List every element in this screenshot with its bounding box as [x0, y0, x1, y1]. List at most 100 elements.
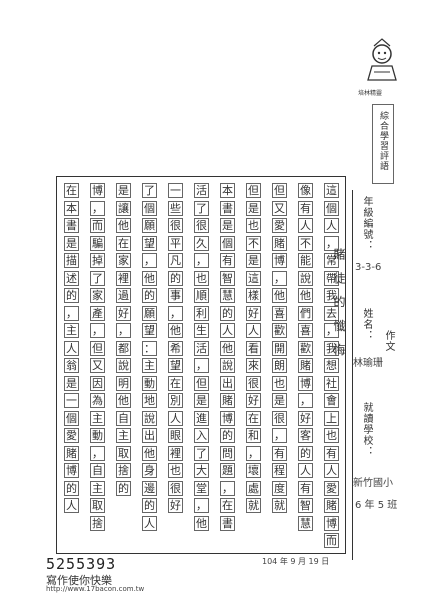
grid-cell: 的 [142, 498, 157, 513]
grid-cell: 捨 [116, 463, 131, 478]
grid-cell: 他 [116, 218, 131, 233]
grid-cell: 騙 [90, 235, 105, 251]
essay-date: 104 年 9 月 19 日 [262, 557, 330, 566]
grid-cell: 邊 [142, 480, 157, 496]
grid-column: 了個願望，他的願望：主動地說出他身邊的人 [142, 177, 157, 553]
grid-cell: 是 [116, 183, 131, 198]
grid-cell: 智 [298, 498, 313, 513]
grid-cell: 智 [220, 270, 235, 286]
grid-cell: 了 [90, 270, 105, 286]
grid-cell: 就 [246, 498, 261, 513]
grid-cell: 客 [298, 428, 313, 443]
grid-cell: 而 [324, 533, 339, 548]
grid-cell: 主 [90, 410, 105, 426]
grade-value: 3-3-6 [355, 262, 382, 273]
grid-cell: 賭 [298, 358, 313, 373]
grid-cell: 好 [246, 393, 261, 408]
grid-cell: 個 [324, 200, 339, 216]
grid-cell: 主 [64, 323, 79, 338]
grid-cell: 樣 [246, 288, 261, 303]
grid-cell: 像 [298, 183, 313, 198]
grid-column: 但又愛賭博，他喜歡開朗也是很，有程度就 [272, 177, 287, 553]
grid-cell: 進 [194, 410, 209, 426]
grid-cell: 壞 [246, 463, 261, 478]
grade-label: 年級編號： [361, 196, 372, 251]
banner-text: 綜合學習評語 [378, 111, 388, 171]
grid-cell: 人 [142, 515, 157, 531]
grid-cell: 的 [64, 288, 79, 303]
grid-cell: 有 [272, 445, 287, 461]
grid-cell: 是 [246, 253, 261, 268]
grid-cell: 很 [272, 410, 287, 426]
grid-cell: 人 [298, 463, 313, 478]
grid-column: 這個人，常帶我去，我想社會上也有人愛賭博而 [324, 177, 339, 553]
grid-cell: 博 [272, 253, 287, 268]
grid-cell: 入 [194, 428, 209, 443]
grid-cell: 了 [194, 200, 209, 216]
grid-cell: 了 [194, 445, 209, 461]
grid-column: 但是也不是這樣好人看來很好在和，壞處就 [246, 177, 261, 553]
grid-cell: 喜 [272, 305, 287, 321]
grid-cell: 這 [324, 183, 339, 198]
grid-cell: 開 [272, 340, 287, 356]
grid-cell: 也 [324, 428, 339, 443]
grid-cell: 是 [194, 393, 209, 408]
grid-cell: 賭 [272, 235, 287, 251]
grid-cell: 去 [324, 305, 339, 321]
grid-cell: 的 [220, 428, 235, 443]
grid-cell: 很 [194, 218, 209, 233]
grid-column: 像有人不能說他們喜歡賭博，好客的人有智慧 [298, 177, 313, 553]
grid-cell: 題 [220, 463, 235, 478]
grid-cell: 望 [168, 358, 183, 373]
grid-column: 在本書是描述的，主人翁是一個愛賭博的人 [64, 177, 79, 553]
grid-cell: 問 [220, 445, 235, 461]
grid-cell: 個 [64, 410, 79, 426]
grid-cell: ， [220, 480, 235, 496]
grid-cell: 些 [168, 200, 183, 216]
grid-cell: 處 [246, 480, 261, 496]
grid-column: 本書是個有智慧的人他說出賭博的問題，在書 [220, 177, 235, 553]
grid-cell: 身 [142, 463, 157, 478]
grid-cell: 的 [116, 480, 131, 496]
grid-cell: 朗 [272, 358, 287, 373]
grid-cell: 望 [142, 235, 157, 251]
grid-cell: 很 [168, 480, 183, 496]
grid-cell: 了 [142, 183, 157, 198]
grid-cell: ， [324, 235, 339, 251]
grid-cell: 書 [220, 515, 235, 531]
grid-cell: 是 [272, 393, 287, 408]
grid-cell: 又 [90, 358, 105, 373]
grid-cell: 人 [298, 218, 313, 233]
grid-cell: 捨 [90, 515, 105, 531]
grid-cell: 家 [90, 288, 105, 303]
grid-cell: 是 [220, 218, 235, 233]
grid-cell: 和 [246, 428, 261, 443]
grid-cell: 我 [324, 288, 339, 303]
grid-cell: 在 [64, 183, 79, 198]
grid-cell: 他 [220, 340, 235, 356]
grid-cell: ， [324, 323, 339, 338]
grid-cell: 有 [220, 253, 235, 268]
grid-cell: 在 [168, 375, 183, 391]
grid-cell: 也 [246, 218, 261, 233]
grid-cell: ， [272, 428, 287, 443]
grid-cell: 博 [90, 183, 105, 198]
grid-column: 博，而騙掉了家產，但又因為主動，自主取捨 [90, 177, 105, 553]
grid-cell: 本 [64, 200, 79, 216]
grid-cell: 賭 [64, 445, 79, 461]
grid-cell: 主 [142, 358, 157, 373]
grid-cell: 歡 [272, 323, 287, 338]
footer-number: 5255393 [46, 555, 117, 573]
grid-cell: ， [246, 445, 261, 461]
grid-cell: ， [194, 498, 209, 513]
grid-cell: 出 [142, 428, 157, 443]
grid-cell: 慧 [220, 288, 235, 303]
grid-cell: 人 [220, 323, 235, 338]
grid-cell: 是 [64, 375, 79, 391]
grid-cell: ， [272, 270, 287, 286]
grid-cell: 人 [246, 323, 261, 338]
grid-cell: 的 [220, 305, 235, 321]
grid-cell: 裡 [116, 270, 131, 286]
grid-cell: 但 [246, 183, 261, 198]
